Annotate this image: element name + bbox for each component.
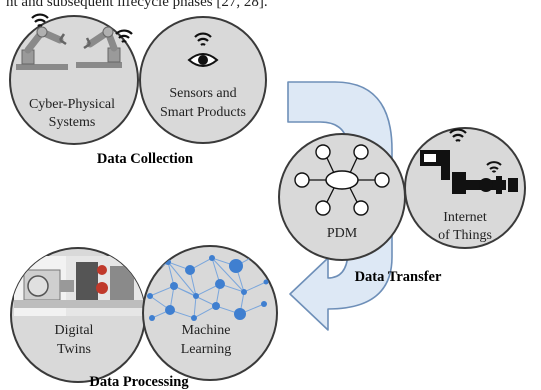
digital-twins-label-line1: Digital (55, 323, 94, 338)
iot-label-line1: Internet (443, 210, 487, 225)
digital-twins-node: Digital Twins (10, 247, 146, 383)
machines-icon (420, 150, 518, 194)
eye-sensor-icon (187, 53, 219, 67)
data-transfer-title: Data Transfer (355, 269, 442, 285)
internet-of-things-node: Internet of Things (404, 127, 526, 249)
hub-network-icon (294, 144, 390, 216)
machine-learning-label-line1: Machine (182, 323, 231, 338)
engine-model-icon (14, 256, 145, 316)
sensors-label-line1: Sensors and (169, 86, 236, 101)
cps-label-line2: Systems (49, 115, 96, 130)
neural-network-icon (145, 250, 269, 321)
data-collection-title: Data Collection (97, 151, 193, 167)
pdm-node: PDM (278, 133, 406, 261)
robot-arms-icon (16, 26, 122, 70)
cropped-header-text: nt and subsequent lifecycle phases [27, … (6, 0, 268, 10)
machine-learning-label-line2: Learning (181, 342, 232, 357)
data-processing-title: Data Processing (89, 374, 189, 390)
wifi-icon (449, 128, 467, 142)
digital-twins-label-line2: Twins (57, 342, 91, 357)
wifi-icon (194, 32, 212, 46)
wifi-icon (115, 29, 133, 43)
cps-label-line1: Cyber-Physical (29, 97, 115, 112)
iot-label-line2: of Things (438, 228, 492, 243)
cyber-physical-systems-node: Cyber-Physical Systems (9, 13, 139, 145)
wifi-icon (486, 161, 502, 173)
pdm-label: PDM (327, 226, 358, 241)
wifi-icon (31, 13, 49, 27)
sensors-label-line2: Smart Products (160, 105, 246, 120)
machine-learning-node: Machine Learning (142, 245, 278, 381)
sensors-smart-products-node: Sensors and Smart Products (139, 16, 267, 144)
